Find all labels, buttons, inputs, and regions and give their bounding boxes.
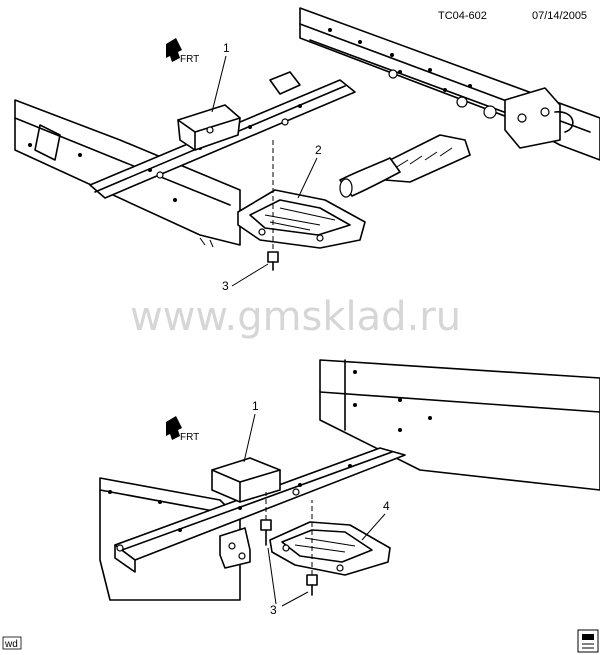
top-frt-label: FRT xyxy=(180,54,199,65)
diagram-code: TC04-602 xyxy=(438,10,487,22)
bottom-crossmember-bracket xyxy=(219,527,251,569)
bottom-leader-3a xyxy=(267,547,277,605)
bottom-frt-arrow-icon xyxy=(166,416,182,440)
bottom-callout-4: 4 xyxy=(383,499,390,513)
diagram-date: 07/14/2005 xyxy=(532,10,587,22)
footer-tag: wd xyxy=(4,639,18,650)
top-frame-rail-right xyxy=(299,7,600,161)
bottom-bolt-left xyxy=(260,492,272,546)
top-leader-3 xyxy=(231,263,269,287)
top-skid-plate xyxy=(237,189,366,249)
top-exhaust-shield xyxy=(339,134,471,198)
top-leader-2 xyxy=(297,157,318,199)
bottom-bolt-right xyxy=(306,500,318,596)
top-transmission-mount xyxy=(177,104,241,151)
top-leader-1 xyxy=(211,55,227,113)
footer-tag-box xyxy=(2,636,22,650)
bottom-crossmember xyxy=(114,447,406,573)
bottom-frt-label: FRT xyxy=(180,432,199,443)
bottom-callout-1: 1 xyxy=(252,399,259,413)
bottom-skid-plate xyxy=(269,521,391,576)
bottom-transmission-mount xyxy=(211,457,281,503)
bottom-leader-4 xyxy=(361,513,386,541)
watermark: www.gmsklad.ru xyxy=(130,294,461,340)
top-callout-1: 1 xyxy=(223,41,230,55)
top-callout-3: 3 xyxy=(222,279,229,293)
bottom-leader-3b xyxy=(281,591,309,607)
top-bolt xyxy=(267,140,279,271)
book-icon xyxy=(577,629,599,653)
bottom-view: FRT 1 4 3 xyxy=(99,359,600,617)
bottom-leader-1 xyxy=(243,413,256,463)
top-view: FRT 1 2 3 xyxy=(14,7,600,293)
top-frt-arrow-icon xyxy=(166,38,182,62)
bottom-frame-rail-right xyxy=(319,359,600,491)
bottom-callout-3: 3 xyxy=(270,603,277,617)
top-callout-2: 2 xyxy=(315,143,322,157)
